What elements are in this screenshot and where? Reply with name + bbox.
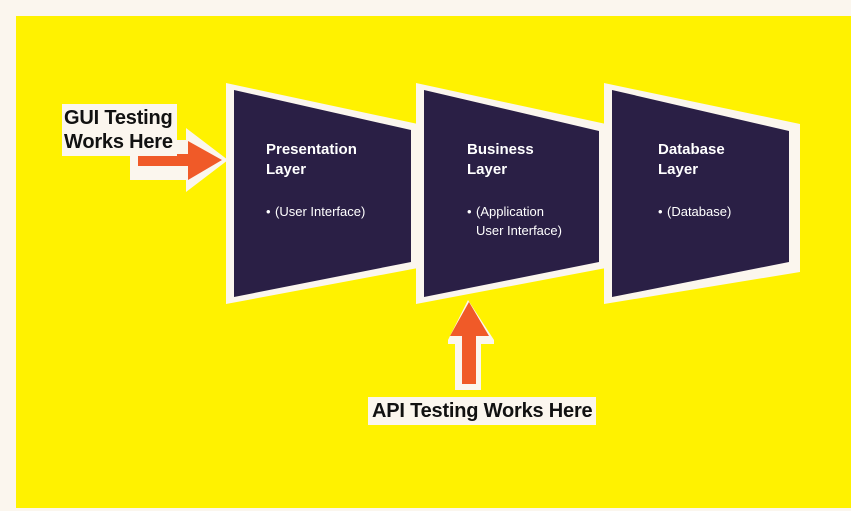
bullet-text: (Database) [667,204,732,219]
presentation-layer-shape [234,90,411,297]
presentation-layer-text: Presentation Layer • (User Interface) [266,140,365,221]
gui-testing-label: GUI Testing Works Here [62,104,177,156]
business-layer-bullet: • (Application User Interface) [467,202,562,240]
layer-title-line2: Layer [467,161,508,178]
layer-title-line1: Presentation [266,141,357,158]
database-layer-text: Database Layer • (Database) [658,140,731,221]
layer-title-line1: Database [658,141,725,158]
layer-title-line1: Business [467,141,534,158]
api-testing-label: API Testing Works Here [368,397,597,425]
bullet-text: (User Interface) [275,204,366,219]
layer-title-line2: Layer [658,161,699,178]
layer-title-line2: Layer [266,161,307,178]
business-layer-shape [424,90,599,297]
gui-arrow-icon [138,141,222,180]
bullet-text-continued: User Interface) [476,223,562,238]
bullet-text: (Application [476,204,544,219]
bullet-icon: • [658,204,663,219]
business-layer-title: Business Layer [467,140,562,180]
database-layer-title: Database Layer [658,140,731,180]
bullet-icon: • [467,204,472,219]
business-layer-text: Business Layer • (Application User Interf… [467,140,562,240]
presentation-layer-bullet: • (User Interface) [266,202,365,221]
api-arrow-icon [450,302,489,384]
database-layer-shape [612,90,789,297]
gui-testing-line1: GUI Testing [64,107,173,129]
gui-testing-line2: Works Here [64,131,173,153]
database-layer-bullet: • (Database) [658,202,731,221]
bullet-icon: • [266,204,271,219]
presentation-layer-title: Presentation Layer [266,140,365,180]
